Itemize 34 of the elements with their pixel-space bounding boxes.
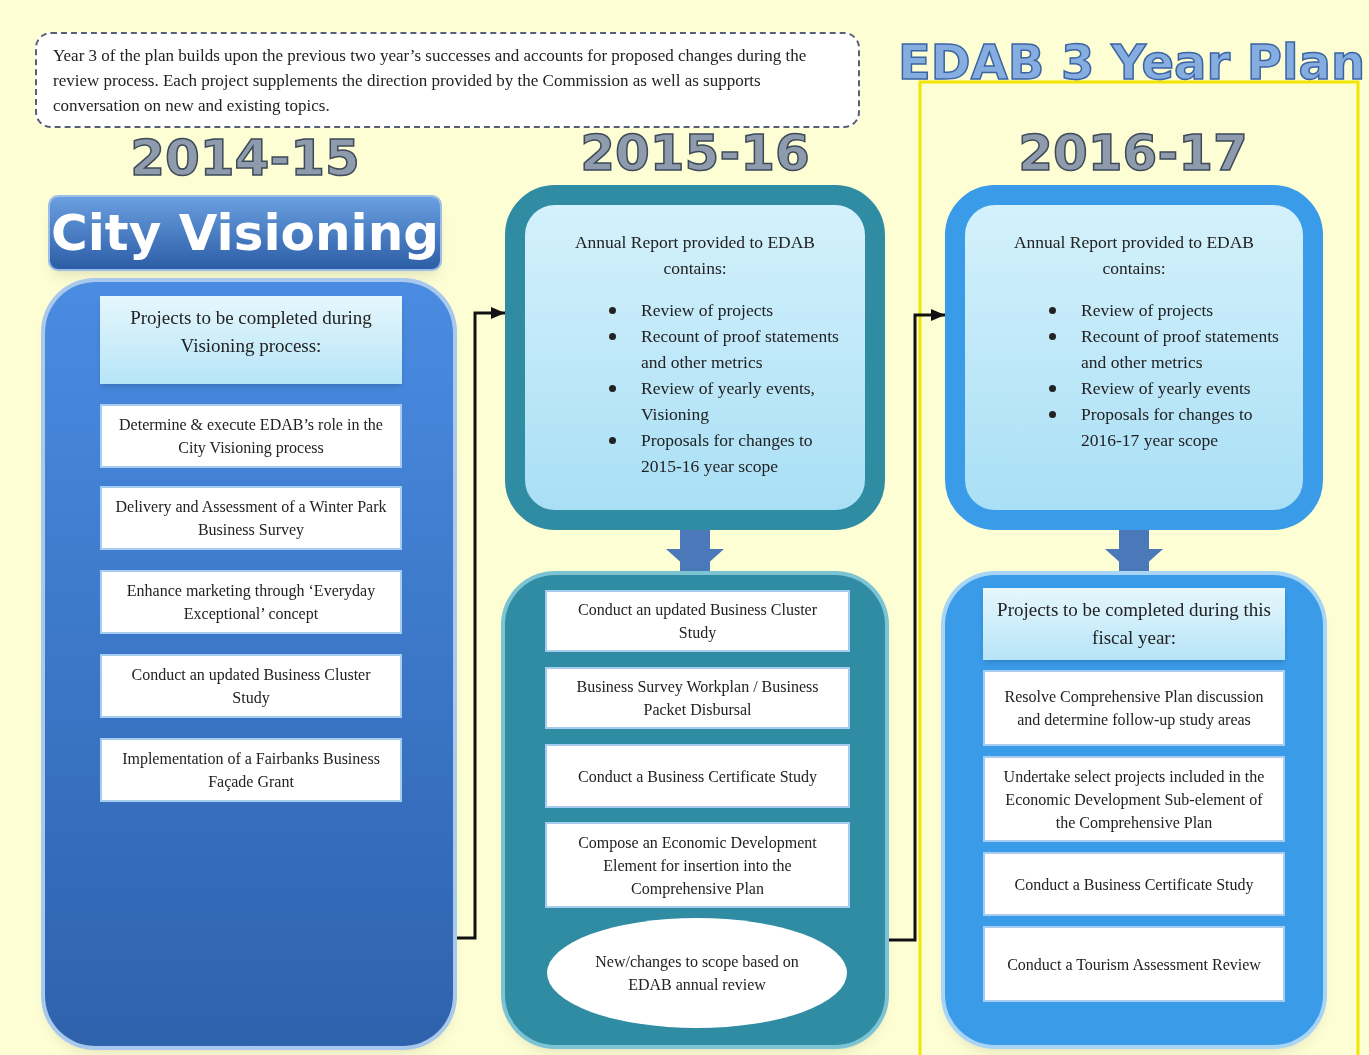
task-box: Enhance marketing through ‘Everyday Exceptional’ concept [100, 570, 402, 634]
bullet-item: Proposals for changes to 2016-17 year scope [1081, 404, 1253, 450]
title: EDAB 3 Year Plan [898, 40, 1366, 84]
task-box: Delivery and Assessment of a Winter Park Business Survey [100, 486, 402, 550]
report-heading: Annual Report provided to EDAB contains: [573, 231, 817, 280]
year-label: 2014-15 [130, 130, 360, 186]
bullet-item: Proposals for changes to 2015-16 year scope [641, 430, 813, 476]
task-box: Business Survey Workplan / Business Packet Disbursal [545, 667, 850, 729]
year-label: 2016-17 [1018, 125, 1248, 181]
report-box [945, 185, 1323, 530]
task-box: Implementation of a Fairbanks Business Façade Grant [100, 738, 402, 802]
task-box: Conduct a Business Certificate Study [983, 852, 1285, 916]
task-box: Resolve Comprehensive Plan discussion and determine follow-up study areas [983, 670, 1285, 746]
task-box: Conduct an updated Business Cluster Study [100, 654, 402, 718]
bullet-item: Review of projects [1081, 300, 1214, 320]
year-label: 2015-16 [580, 125, 810, 181]
bullet-item: Review of yearly events [1081, 378, 1251, 398]
task-box: Undertake select projects included in the Economic Development Sub-element of the Comprehensive Plan [983, 756, 1285, 842]
note-box: Year 3 of the plan builds upon the previous two year’s successes and accounts for proposed changes during the review process. Each project supplements the direction provided by the Commission as well as supports conversation on new and existing topics. [35, 32, 860, 128]
bullet-item: Review of yearly events, Visioning [641, 378, 815, 424]
task-box: Determine & execute EDAB’s role in the City Visioning process [100, 404, 402, 468]
banner: City Visioning [50, 197, 440, 269]
report-heading: Annual Report provided to EDAB contains: [1012, 231, 1256, 280]
task-box: Conduct a Business Certificate Study [545, 744, 850, 808]
bullet-item: Recount of proof statements and other metrics [641, 326, 839, 372]
bullet-item: Review of projects [641, 300, 774, 320]
task-box: Compose an Economic Development Element for insertion into the Comprehensive Plan [545, 822, 850, 908]
task-box: Conduct a Tourism Assessment Review [983, 926, 1285, 1002]
report-box [505, 185, 885, 530]
heading-box: Projects to be completed during Visioning process: [100, 296, 402, 384]
heading-box: Projects to be completed during this fiscal year: [983, 588, 1285, 660]
ellipse-box: New/changes to scope based on EDAB annual review [547, 918, 847, 1028]
task-box: Conduct an updated Business Cluster Study [545, 590, 850, 652]
bullet-item: Recount of proof statements and other metrics [1081, 326, 1279, 372]
